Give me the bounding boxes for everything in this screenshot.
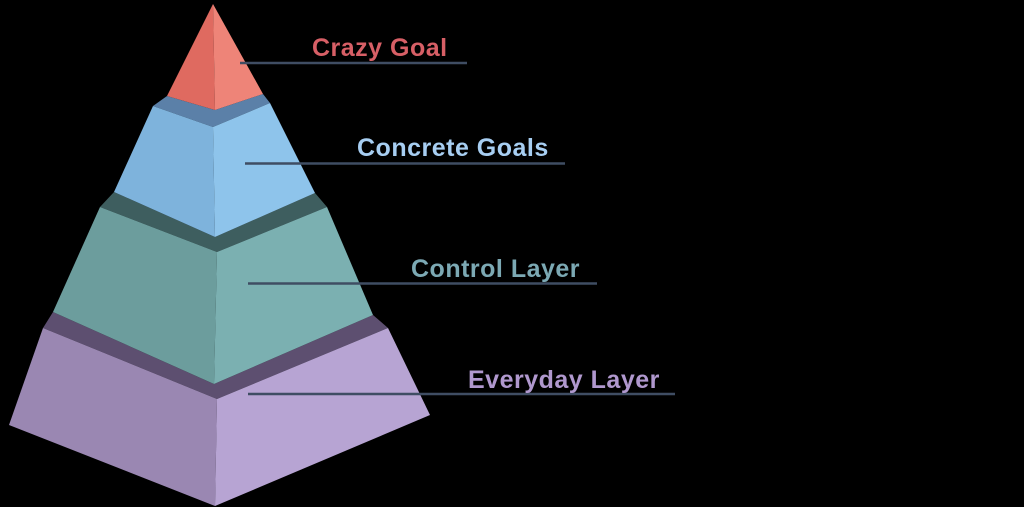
tier-crazy-goal bbox=[167, 4, 263, 110]
control-layer-top-face bbox=[100, 192, 327, 252]
everyday-layer-label: Everyday Layer bbox=[468, 366, 660, 394]
concrete-goals-label: Concrete Goals bbox=[357, 134, 549, 162]
crazy-goal-label: Crazy Goal bbox=[312, 34, 448, 62]
crazy-goal-left-face bbox=[167, 4, 215, 110]
leader-lines bbox=[240, 61, 675, 396]
concrete-goals-right-face bbox=[213, 103, 315, 237]
everyday-layer-left-face bbox=[9, 328, 217, 506]
everyday-layer-right-face bbox=[215, 328, 430, 506]
control-layer-label: Control Layer bbox=[411, 255, 581, 283]
tier-concrete-goals bbox=[114, 94, 315, 237]
tier-everyday-layer bbox=[9, 312, 430, 506]
tier-control-layer bbox=[53, 192, 373, 384]
control-layer-left-face bbox=[53, 207, 217, 384]
concrete-goals-top-face bbox=[153, 94, 270, 127]
crazy-goal-right-face bbox=[213, 4, 263, 110]
everyday-layer-top-face bbox=[43, 312, 388, 399]
control-layer-right-face bbox=[214, 207, 373, 384]
concrete-goals-left-face bbox=[114, 106, 215, 237]
